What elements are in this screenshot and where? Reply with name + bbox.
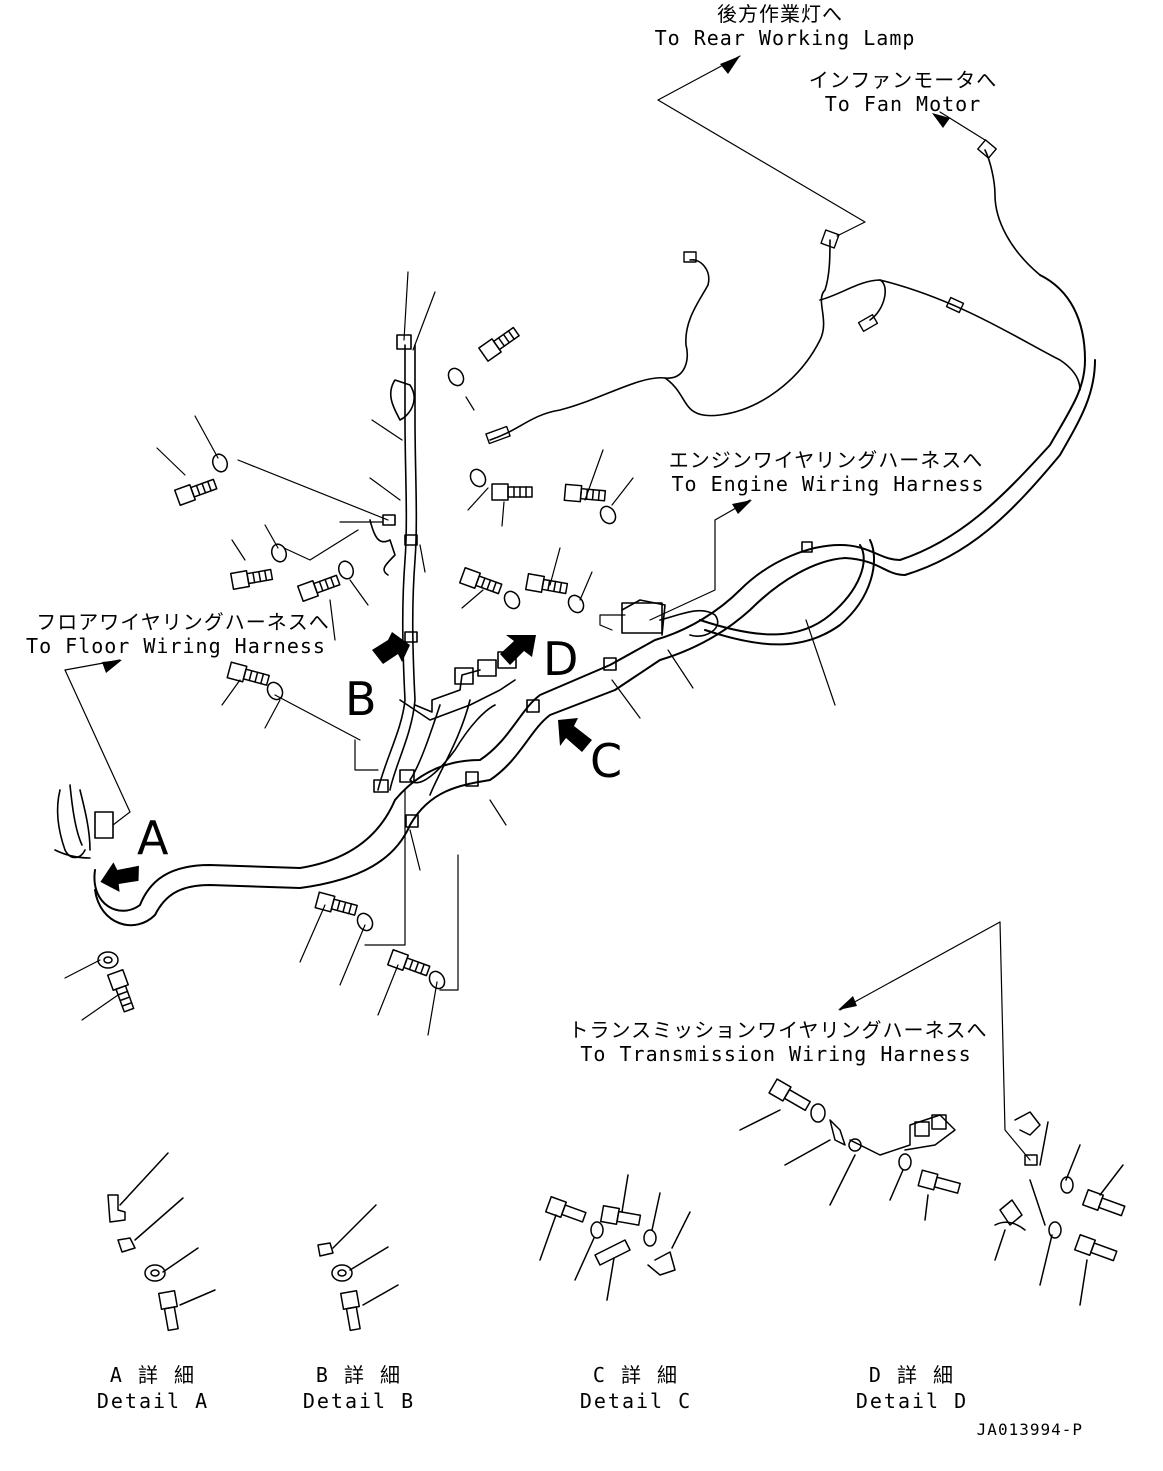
detail-d-drawing xyxy=(739,1078,1126,1306)
detail-b-caption: B 詳 細 Detail B xyxy=(303,1362,415,1414)
detail-b-drawing xyxy=(317,1204,399,1332)
detail-c-drawing xyxy=(539,1174,691,1301)
arrowheads xyxy=(102,56,950,1010)
detail-a-caption-en: Detail A xyxy=(96,1389,210,1413)
detail-b-caption-jp: B 詳 細 xyxy=(315,1363,403,1387)
fan-motor-label-en: To Fan Motor xyxy=(824,92,982,116)
transmission-harness-label-jp: トランスミッションワイヤリングハーネスへ xyxy=(568,1018,988,1042)
detail-b-caption-en: Detail B xyxy=(302,1389,416,1413)
fan-motor-label-jp: インファンモータへ xyxy=(808,68,998,92)
engine-harness-label-en: To Engine Wiring Harness xyxy=(671,472,985,496)
rear-lamp-wire xyxy=(489,149,1081,441)
floor-connector-block xyxy=(54,784,114,859)
leader-lines xyxy=(64,271,836,1036)
document-id: JA013994-P xyxy=(976,1420,1083,1439)
bolts-washers xyxy=(97,326,617,1013)
view-arrows xyxy=(100,632,592,892)
engine-junction xyxy=(621,599,719,637)
detail-c-caption-jp: C 詳 細 xyxy=(592,1363,680,1387)
detail-d-caption: D 詳 細 Detail D xyxy=(856,1362,968,1414)
junction-bracket xyxy=(399,651,517,796)
detail-c-caption-en: Detail C xyxy=(579,1389,693,1413)
rear-lamp-label-en: To Rear Working Lamp xyxy=(654,26,916,50)
bolt xyxy=(478,326,520,362)
detail-d-caption-en: Detail D xyxy=(855,1389,969,1413)
transmission-harness-label-en: To Transmission Wiring Harness xyxy=(580,1042,972,1066)
detail-d-caption-jp: D 詳 細 xyxy=(868,1363,956,1387)
detail-c-caption: C 詳 細 Detail C xyxy=(580,1362,692,1414)
view-letter-c: C xyxy=(590,734,623,788)
detail-a-caption-jp: A 詳 細 xyxy=(109,1363,197,1387)
view-letter-a: A xyxy=(137,811,169,865)
engine-harness-label-jp: エンジンワイヤリングハーネスへ xyxy=(668,448,984,472)
floor-harness-label-jp: フロアワイヤリングハーネスへ xyxy=(36,610,330,634)
callout-lines xyxy=(64,55,1031,1161)
clips xyxy=(373,541,813,828)
view-letter-d: D xyxy=(543,632,579,686)
main-harness xyxy=(93,274,1096,927)
floor-harness-label-en: To Floor Wiring Harness xyxy=(26,634,326,658)
vertical-branch xyxy=(369,334,418,791)
detail-a-caption: A 詳 細 Detail A xyxy=(97,1362,209,1414)
view-letter-b: B xyxy=(345,672,377,726)
rear-lamp-label-jp: 後方作業灯へ xyxy=(717,2,843,26)
detail-a-drawing xyxy=(107,1152,216,1332)
connectors xyxy=(485,139,997,445)
